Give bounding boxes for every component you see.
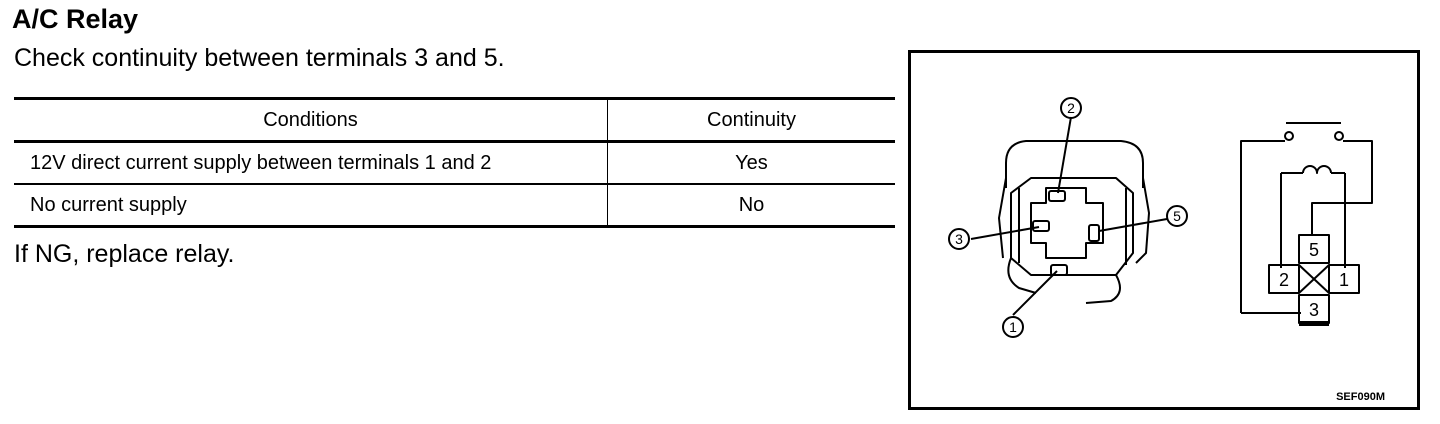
callout-circle-3 — [948, 228, 970, 250]
schem-label-3: 3 — [1309, 300, 1319, 320]
callout-1: 1 — [1009, 319, 1017, 335]
condition-cell: 12V direct current supply between termin… — [14, 141, 608, 185]
relay-body-left — [998, 177, 1007, 259]
wire-switch-to-5 — [1311, 140, 1373, 235]
relay-body-top — [1005, 140, 1144, 188]
instruction-text: Check continuity between terminals 3 and… — [14, 44, 505, 72]
switch-contact-left — [1284, 131, 1294, 141]
schem-label-2: 2 — [1279, 270, 1289, 290]
continuity-table: Conditions Continuity 12V direct current… — [14, 97, 895, 228]
terminal-5-blade — [1088, 224, 1100, 242]
figure-code: SEF090M — [1336, 391, 1385, 403]
callout-5: 5 — [1173, 208, 1181, 224]
callout-3: 3 — [955, 231, 963, 247]
footer-note: If NG, replace relay. — [14, 240, 235, 268]
schem-cross — [1298, 264, 1330, 294]
schem-ground-bar — [1299, 321, 1329, 326]
relay-figure: 2 5 3 1 5 2 1 3 SEF090M — [908, 50, 1420, 410]
wire-3-to-switch — [1240, 140, 1285, 313]
continuity-cell: No — [738, 193, 765, 216]
callout-2: 2 — [1067, 100, 1075, 116]
leader-1 — [1012, 270, 1058, 316]
switch-contact-right — [1334, 131, 1344, 141]
coil-symbol — [1302, 165, 1332, 174]
relay-ribs — [1018, 188, 1127, 265]
callout-circle-1 — [1002, 316, 1024, 338]
callout-circle-2 — [1060, 97, 1082, 119]
callout-circle-5 — [1166, 205, 1188, 227]
terminal-block — [1030, 187, 1104, 259]
relay-face — [1010, 177, 1134, 276]
page-title: A/C Relay — [12, 4, 139, 34]
schem-box-1 — [1328, 264, 1360, 294]
schem-box-2 — [1268, 264, 1300, 294]
continuity-cell: Yes — [607, 141, 895, 185]
condition-cell: No current supply — [14, 184, 608, 227]
table-header-row: Conditions Continuity — [14, 98, 895, 143]
schem-box-5 — [1298, 234, 1330, 264]
schem-label-5: 5 — [1309, 240, 1319, 260]
header-conditions: Conditions — [14, 98, 608, 143]
leader-3 — [970, 226, 1040, 240]
terminal-3-blade — [1032, 220, 1050, 232]
table-row: No current supply No — [14, 184, 895, 227]
relay-body-right — [1135, 177, 1150, 264]
leader-2 — [1057, 116, 1072, 194]
terminal-1-blade — [1050, 264, 1068, 276]
header-continuity: Continuity — [607, 98, 895, 143]
relay-illustration: 2 5 3 1 5 2 1 3 — [948, 97, 1373, 338]
leader-5 — [1098, 218, 1168, 232]
coil-wires — [1280, 173, 1346, 268]
relay-lobes — [1007, 257, 1121, 304]
terminal-2-blade — [1048, 190, 1066, 202]
schem-label-1: 1 — [1339, 270, 1349, 290]
table-row: 12V direct current supply between termin… — [14, 141, 895, 185]
